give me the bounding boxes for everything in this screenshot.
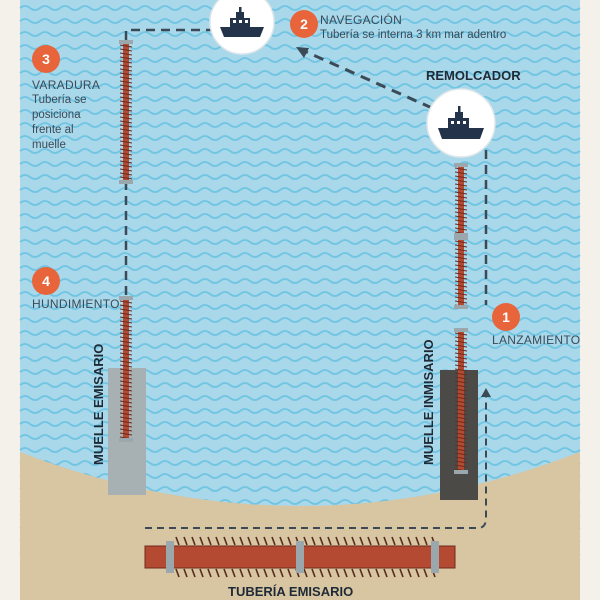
step-3-number: 3: [32, 45, 60, 73]
pipe-segment: [454, 328, 468, 474]
route-left-path: [124, 28, 212, 370]
wave-line: [19, 317, 581, 323]
step-3-title: VARADURA: [32, 78, 101, 92]
pipe-segment: [119, 40, 133, 184]
wave-line: [19, 57, 581, 63]
step-3-description: Tubería se posiciona frente al muelle: [32, 94, 87, 151]
navigation-arrow: [301, 48, 433, 110]
step-1-number: 1: [492, 303, 520, 331]
wave-line: [19, 70, 581, 76]
wave-line: [19, 161, 581, 167]
wave-line: [19, 96, 581, 102]
wave-line: [19, 148, 581, 154]
wave-line: [19, 5, 581, 11]
wave-line: [19, 174, 581, 180]
tugboat-right-icon: [426, 88, 496, 158]
wave-line: [19, 252, 581, 258]
pipe-horizontal: [144, 536, 456, 578]
pipe-segments: [119, 40, 468, 578]
wave-line: [19, 278, 581, 284]
pipe-segment: [119, 296, 133, 442]
wave-line: [19, 356, 581, 362]
wave-line: [19, 44, 581, 50]
pier-left-label: MUELLE EMISARIO: [91, 343, 106, 465]
launch-path: [145, 395, 487, 529]
launch-arrowhead: [481, 388, 491, 397]
navigation-arrowhead: [296, 47, 309, 58]
step-2-number: 2: [290, 10, 318, 38]
wave-line: [19, 83, 581, 89]
tugboat-label: REMOLCADOR: [426, 68, 521, 83]
pipe-segment: [454, 163, 468, 237]
wave-line: [19, 265, 581, 271]
step-1-title: LANZAMIENTO: [492, 333, 581, 347]
step-4-title: HUNDIMIENTO: [32, 297, 120, 311]
pipe-label: TUBERÍA EMISARIO: [228, 584, 354, 599]
pipe-segment: [454, 236, 468, 309]
step-4-number: 4: [32, 267, 60, 295]
step-2-description: Tubería se interna 3 km mar adentro: [320, 29, 507, 41]
tugboat-top-icon: [209, 0, 275, 55]
step-2-title: NAVEGACIÓN: [320, 13, 403, 27]
wave-line: [19, 343, 581, 349]
wave-line: [19, 304, 581, 310]
wave-line: [19, 330, 581, 336]
pier-right-label: MUELLE INMISARIO: [421, 339, 436, 465]
